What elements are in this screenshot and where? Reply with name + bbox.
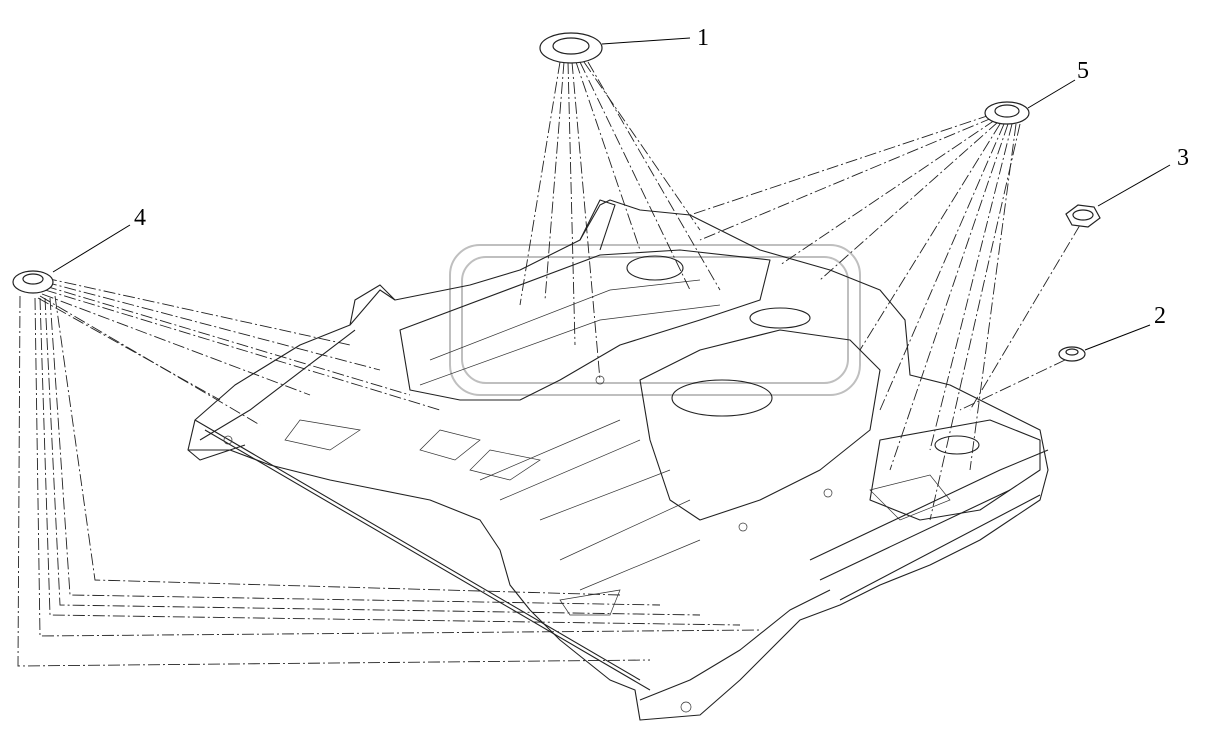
floor-panel <box>187 199 1049 721</box>
part-5-round-plug <box>984 101 1030 125</box>
part-2-small-plug <box>1058 346 1086 362</box>
callout-number-3: 3 <box>1177 145 1189 171</box>
part-1-oval-plug <box>539 32 603 64</box>
watermark-logo <box>449 244 861 396</box>
leader-lines <box>52 37 1171 351</box>
callout-number-4: 4 <box>134 205 146 231</box>
projection-lines <box>17 61 1081 667</box>
callout-number-5: 5 <box>1077 58 1089 84</box>
callout-number-2: 2 <box>1154 303 1166 329</box>
part-4-round-plug <box>12 270 54 294</box>
callout-number-1: 1 <box>697 25 709 51</box>
part-3-hex-plug <box>1065 204 1101 228</box>
